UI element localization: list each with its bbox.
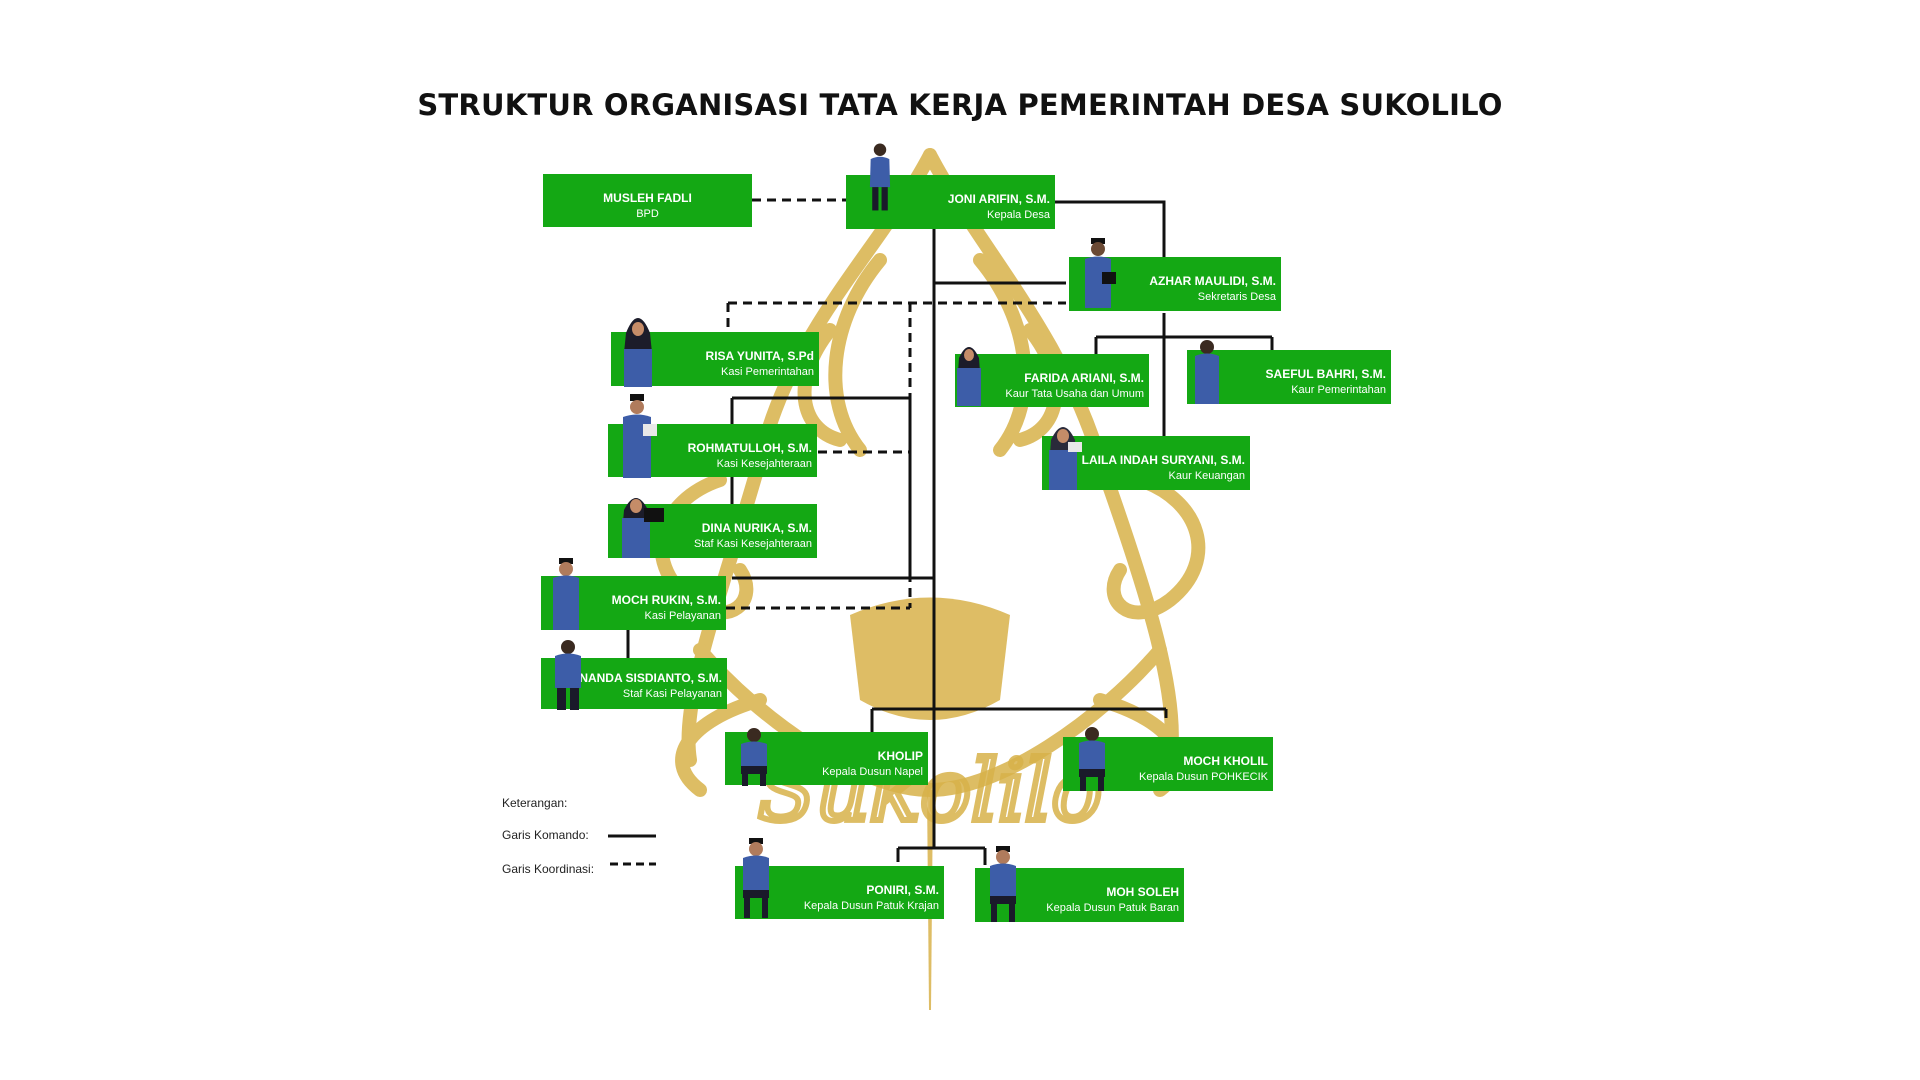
member-role: Kaur Keuangan xyxy=(1168,470,1245,482)
legend-title: Keterangan: xyxy=(502,796,568,810)
member-name: MOH SOLEH xyxy=(1106,885,1179,899)
member-name: RISA YUNITA, S.Pd xyxy=(705,349,814,363)
member-name: SAEFUL BAHRI, S.M. xyxy=(1265,367,1386,381)
member-name: ROHMATULLOH, S.M. xyxy=(687,441,812,455)
member-name: KHOLIP xyxy=(877,749,923,763)
person-photo-kasi-pelayanan xyxy=(553,558,579,630)
member-name: PONIRI, S.M. xyxy=(866,883,939,897)
member-box-kadus-patuk-krajan: PONIRI, S.M. Kepala Dusun Patuk Krajan xyxy=(735,866,944,919)
member-name: MOCH KHOLIL xyxy=(1183,754,1268,768)
person-photo-kasi-kesejahteraan xyxy=(623,394,657,478)
member-box-kaur-pemerintahan: SAEFUL BAHRI, S.M. Kaur Pemerintahan xyxy=(1187,350,1391,404)
member-name: NANDA SISDIANTO, S.M. xyxy=(579,671,722,685)
member-name: MUSLEH FADLI xyxy=(603,191,692,205)
page-title: STRUKTUR ORGANISASI TATA KERJA PEMERINTA… xyxy=(417,88,1503,122)
member-name: LAILA INDAH SURYANI, S.M. xyxy=(1081,453,1245,467)
member-role: Kepala Dusun POHKECIK xyxy=(1138,771,1268,783)
person-photo-staf-kasi-pelayanan xyxy=(555,640,581,710)
member-role: BPD xyxy=(636,208,659,220)
member-box-bpd: MUSLEH FADLI BPD xyxy=(543,174,752,227)
person-photo-kaur-pemerintahan xyxy=(1195,340,1219,404)
member-role: Kasi Pelayanan xyxy=(644,610,721,622)
member-name: AZHAR MAULIDI, S.M. xyxy=(1149,274,1276,288)
person-photo-staf-kasi-kesejahteraan xyxy=(622,498,664,558)
person-photo-kaur-tata-usaha xyxy=(957,347,981,406)
member-role: Kepala Dusun Napel xyxy=(822,766,923,778)
member-role: Kepala Desa xyxy=(987,209,1050,221)
person-photo-kadus-patuk-krajan xyxy=(743,838,769,918)
member-name: DINA NURIKA, S.M. xyxy=(701,521,812,535)
person-photo-kasi-pemerintahan xyxy=(624,318,652,387)
member-role: Sekretaris Desa xyxy=(1197,291,1276,303)
person-photo-sekretaris-desa xyxy=(1085,238,1116,308)
member-role: Kasi Kesejahteraan xyxy=(716,458,812,470)
kades-sekdes-line xyxy=(1055,200,1166,257)
member-role: Kepala Dusun Patuk Krajan xyxy=(803,900,939,912)
member-name: JONI ARIFIN, S.M. xyxy=(947,192,1050,206)
member-role: Kaur Tata Usaha dan Umum xyxy=(1005,388,1144,400)
member-role: Kasi Pemerintahan xyxy=(721,366,814,378)
person-photo-kadus-patuk-baran xyxy=(990,846,1016,922)
member-role: Kepala Dusun Patuk Baran xyxy=(1046,902,1179,914)
member-role: Staf Kasi Kesejahteraan xyxy=(693,538,812,550)
member-box-kaur-tata-usaha: FARIDA ARIANI, S.M. Kaur Tata Usaha dan … xyxy=(955,354,1149,407)
member-role: Staf Kasi Pelayanan xyxy=(622,688,722,700)
member-name: MOCH RUKIN, S.M. xyxy=(611,593,721,607)
legend-command-label: Garis Komando: xyxy=(502,828,589,842)
person-photo-kadus-napel xyxy=(741,728,767,786)
member-role: Kaur Pemerintahan xyxy=(1291,384,1386,396)
person-photo-kaur-keuangan xyxy=(1049,427,1082,490)
person-photo-kadus-pohkecik xyxy=(1079,727,1105,791)
person-photo-kepala-desa xyxy=(869,143,891,211)
legend-coordination-label: Garis Koordinasi: xyxy=(502,862,595,876)
member-name: FARIDA ARIANI, S.M. xyxy=(1024,371,1144,385)
